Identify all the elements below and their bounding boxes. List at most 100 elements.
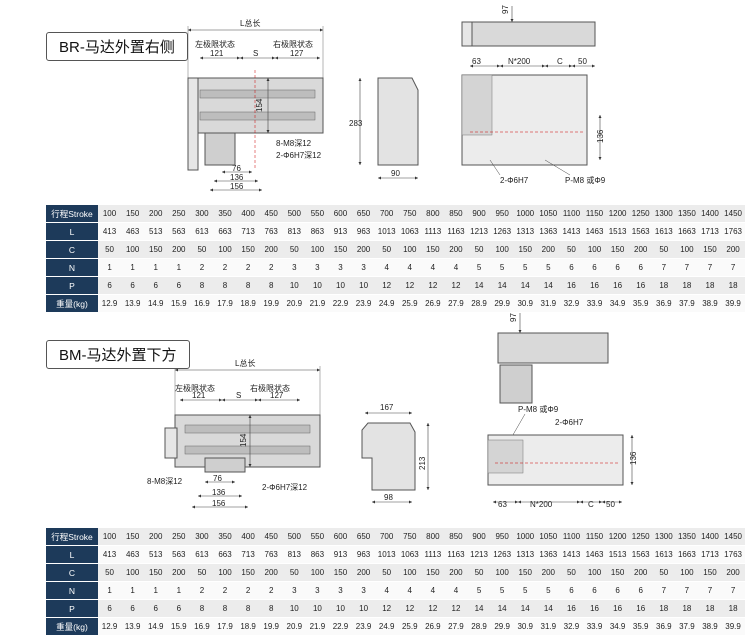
spec-cell: 4 — [375, 581, 399, 600]
spec-cell: 14 — [490, 276, 514, 295]
spec-cell: 2 — [259, 581, 283, 600]
bm-bolt-hole: 8-M8深12 — [147, 477, 183, 486]
spec-cell: 1150 — [582, 205, 607, 223]
spec-cell: 200 — [352, 563, 376, 582]
spec-cell: 32.9 — [559, 294, 583, 313]
spec-cell: 29.9 — [490, 294, 514, 313]
bm-end-view: 167 213 98 — [361, 403, 430, 504]
spec-cell: 7 — [652, 581, 676, 600]
spec-cell: 450 — [259, 528, 283, 546]
spec-cell: 25.9 — [398, 617, 422, 636]
spec-cell: 10 — [282, 276, 306, 295]
spec-cell: 12 — [421, 599, 445, 618]
spec-cell: 1100 — [559, 205, 583, 223]
spec-cell: 200 — [352, 240, 376, 259]
spec-cell: 613 — [190, 222, 214, 241]
spec-cell: 6 — [629, 258, 653, 277]
br-bolt-hole: 8-M8深12 — [276, 139, 312, 148]
spec-cell: 100 — [98, 205, 122, 223]
spec-cell: 34.9 — [606, 617, 630, 636]
spec-cell: 27.9 — [444, 294, 468, 313]
spec-cell: 913 — [328, 545, 353, 564]
spec-cell: 1450 — [721, 205, 745, 223]
spec-cell: 5 — [536, 258, 560, 277]
spec-cell: 30.9 — [513, 294, 537, 313]
spec-cell: 3 — [328, 258, 353, 277]
spec-cell: 21.9 — [305, 617, 329, 636]
spec-cell: 6 — [98, 599, 122, 618]
spec-cell: 1300 — [652, 205, 676, 223]
spec-cell: 12 — [444, 599, 468, 618]
spec-cell: 14 — [467, 599, 491, 618]
spec-cell: 950 — [490, 205, 514, 223]
row-header: C — [46, 240, 98, 259]
spec-cell: 900 — [467, 205, 491, 223]
spec-cell: 16.9 — [190, 294, 214, 313]
spec-cell: 24.9 — [375, 294, 399, 313]
row-header: N — [46, 258, 98, 277]
spec-cell: 500 — [282, 528, 306, 546]
spec-cell: 4 — [444, 581, 468, 600]
spec-cell: 650 — [352, 528, 376, 546]
spec-cell: 8 — [259, 599, 283, 618]
spec-cell: 500 — [282, 205, 306, 223]
spec-cell: 36.9 — [652, 617, 676, 636]
spec-cell: 663 — [213, 545, 237, 564]
spec-cell: 18 — [652, 276, 676, 295]
spec-cell: 1450 — [721, 528, 745, 546]
spec-cell: 100 — [98, 528, 122, 546]
spec-cell: 8 — [213, 599, 237, 618]
spec-cell: 6 — [606, 258, 630, 277]
bm-c: C — [588, 500, 594, 509]
spec-cell: 6 — [121, 599, 145, 618]
spec-cell: 1200 — [606, 205, 630, 223]
spec-cell: 863 — [305, 222, 329, 241]
spec-cell: 100 — [398, 563, 422, 582]
spec-cell: 14 — [536, 599, 560, 618]
spec-cell: 1350 — [675, 205, 699, 223]
bm-pin-hole: 2-Φ6H7深12 — [262, 483, 308, 492]
spec-cell: 100 — [490, 240, 514, 259]
spec-cell: 3 — [352, 258, 376, 277]
bm-d213: 213 — [418, 456, 427, 470]
spec-cell: 800 — [421, 528, 445, 546]
spec-cell: 1663 — [675, 222, 699, 241]
spec-cell: 413 — [98, 545, 122, 564]
bm-pin-side: 2-Φ6H7 — [555, 418, 584, 427]
row-header: N — [46, 581, 98, 600]
spec-cell: 1363 — [536, 222, 560, 241]
spec-cell: 250 — [167, 205, 191, 223]
row-header: P — [46, 599, 98, 618]
spec-cell: 763 — [259, 545, 283, 564]
spec-cell: 50 — [652, 240, 676, 259]
spec-cell: 50 — [559, 240, 583, 259]
spec-cell: 18 — [675, 599, 699, 618]
spec-cell: 1000 — [513, 528, 537, 546]
spec-cell: 6 — [559, 258, 583, 277]
spec-cell: 27.9 — [444, 617, 468, 636]
spec-cell: 150 — [144, 240, 168, 259]
spec-cell: 1363 — [536, 545, 560, 564]
spec-cell: 1463 — [582, 222, 607, 241]
spec-cell: 15.9 — [167, 617, 191, 636]
spec-cell: 10 — [305, 599, 329, 618]
spec-cell: 600 — [328, 205, 353, 223]
spec-cell: 18 — [721, 599, 745, 618]
bm-d98: 98 — [384, 493, 393, 502]
spec-cell: 37.9 — [675, 617, 699, 636]
spec-cell: 7 — [698, 581, 722, 600]
spec-cell: 1313 — [513, 222, 537, 241]
spec-cell: 1013 — [375, 545, 399, 564]
spec-cell: 7 — [698, 258, 722, 277]
spec-cell: 1 — [144, 258, 168, 277]
spec-cell: 35.9 — [629, 294, 653, 313]
spec-cell: 1213 — [467, 222, 491, 241]
spec-cell: 16 — [606, 276, 630, 295]
spec-cell: 1413 — [559, 545, 583, 564]
spec-cell: 50 — [375, 563, 399, 582]
spec-cell: 5 — [490, 581, 514, 600]
spec-cell: 30.9 — [513, 617, 537, 636]
spec-cell: 12.9 — [98, 617, 122, 636]
bm-d156: 156 — [212, 499, 226, 508]
